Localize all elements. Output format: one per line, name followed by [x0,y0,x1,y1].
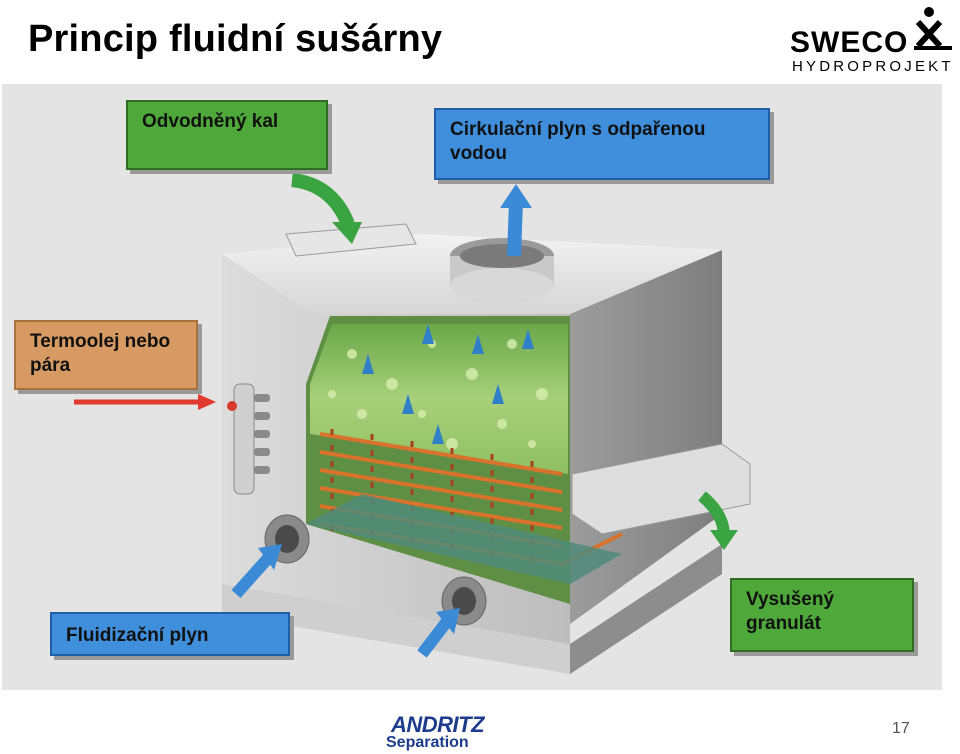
label-termoolej: Termoolej nebo pára [14,320,198,390]
label-vysuseny-granulat: Vysušený granulát [730,578,914,652]
granulate-outlet [571,443,751,535]
hydroprojekt-logo-text: HYDROPROJEKT [792,58,954,75]
page-number: 17 [892,720,910,737]
sludge-inflow-arrow [291,173,355,227]
sweco-hydroprojekt-logo: SWECO HYDROPROJEKT [790,6,956,78]
sweco-mark-icon [914,7,952,50]
fluidizing-gas-arrow-left [231,551,275,599]
sweco-logo-text: SWECO [790,26,909,59]
dryer-illustration [74,173,751,674]
slide-title: Princip fluidní sušárny [28,18,443,60]
andritz-logo-text: ANDRITZ [391,712,485,737]
andritz-separation-logo: ANDRITZ Separation [385,712,495,754]
gas-outflow-arrow [507,201,523,257]
dryer-plinth [222,584,570,674]
label-odvodneny-kal: Odvodněný kal [126,100,328,170]
separation-logo-text: Separation [386,734,469,751]
fluidizing-gas-arrow-right [417,616,453,658]
heat-manifold [233,383,255,495]
internal-gas-arrows [362,324,534,444]
fluid-bed-material [310,324,568,474]
label-cirkulacni-plyn: Cirkulační plyn s odpařenou vodou [434,108,770,180]
distributor-plate [306,494,622,584]
fluid-dryer-diagram: Odvodněný kal Cirkulační plyn s odpařeno… [2,84,942,690]
label-fluidizacni-plyn: Fluidizační plyn [50,612,290,656]
